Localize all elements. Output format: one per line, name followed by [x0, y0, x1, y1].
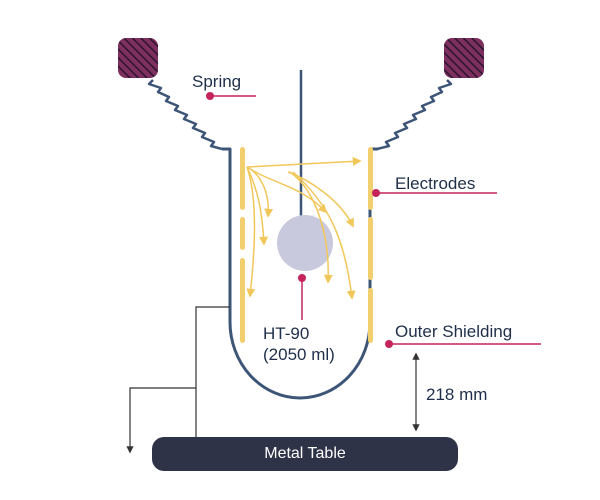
spring-label: Spring [192, 72, 242, 91]
spring-weight-icon [444, 38, 484, 78]
spring-right [376, 79, 453, 151]
sphere-icon [277, 215, 333, 271]
electrode-bar-icon [368, 217, 373, 280]
electrodes-label: Electrodes [395, 174, 476, 193]
electrode-bar-icon [368, 288, 373, 343]
distance-label: 218 mm [426, 385, 488, 404]
leader-dot-icon [372, 189, 380, 197]
leader-dot-icon [206, 92, 214, 100]
spring-left [147, 79, 223, 151]
sphere-name-label: HT-90 [263, 324, 310, 343]
electrode-bar-icon [368, 147, 373, 210]
leaders [206, 92, 541, 348]
field-arrows [246, 156, 362, 300]
outer-shielding-label: Outer Shielding [395, 322, 513, 341]
electrode-bar-icon [240, 258, 245, 343]
metal-table-label: Metal Table [264, 445, 346, 462]
spring-weight-icon [118, 38, 158, 78]
sphere-volume-label: (2050 ml) [263, 345, 335, 364]
electrodes-left [240, 147, 245, 343]
ground-wires [126, 306, 230, 454]
outer-shielding-vessel [222, 147, 378, 400]
leader-dot-icon [298, 274, 306, 282]
metal-table [152, 437, 458, 471]
electrode-bar-icon [240, 147, 245, 210]
electrode-bar-icon [240, 217, 245, 250]
leader-dot-icon [385, 340, 393, 348]
electrodes-right [368, 147, 373, 343]
